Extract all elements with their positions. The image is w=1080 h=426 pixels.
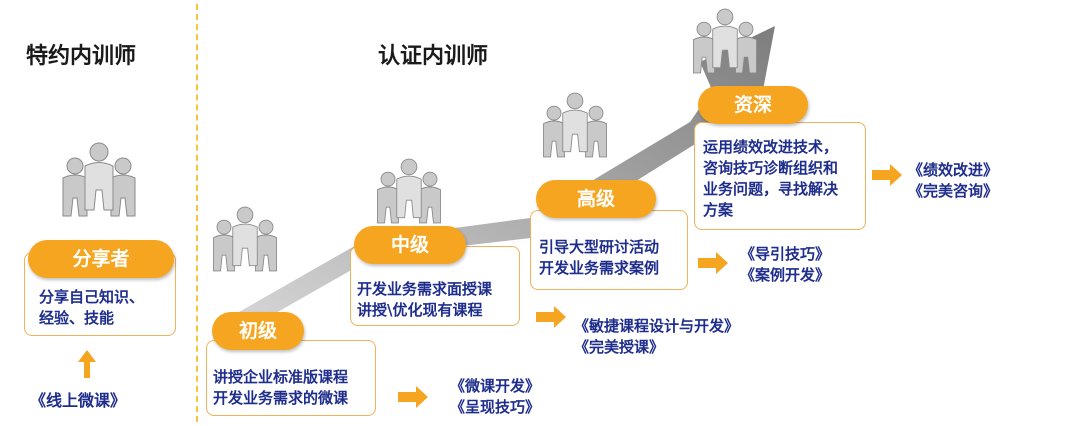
course-name: 《导引技巧》 bbox=[740, 245, 831, 263]
course-name: 《完美授课》 bbox=[574, 338, 665, 356]
level-pill-senior: 高级 bbox=[536, 180, 656, 218]
arrow-right-icon bbox=[398, 386, 428, 408]
arrow-up-icon bbox=[78, 350, 96, 378]
course-name: 《完美咨询》 bbox=[908, 182, 999, 200]
people-group-icon bbox=[377, 158, 441, 224]
senior-desc-box: 引导大型研讨活动 开发业务需求案例 bbox=[530, 210, 688, 290]
expert-desc-box: 运用绩效改进技术， 咨询技巧诊断组织和 业务问题，寻找解决 方案 bbox=[694, 122, 866, 230]
desc-line: 咨询技巧诊断组织和 bbox=[703, 159, 839, 177]
section-divider bbox=[196, 4, 198, 422]
arrow-right-icon bbox=[698, 252, 728, 274]
desc-line: 讲授\优化现有课程 bbox=[357, 301, 483, 319]
course-name: 《呈现技巧》 bbox=[450, 398, 541, 416]
desc-line: 方案 bbox=[703, 201, 734, 219]
desc-line: 讲授企业标准版课程 bbox=[213, 368, 349, 386]
people-group-icon bbox=[62, 142, 136, 217]
heading-special-trainer: 特约内训师 bbox=[26, 44, 137, 69]
heading-certified-trainer: 认证内训师 bbox=[378, 44, 489, 69]
people-group-icon bbox=[213, 206, 277, 272]
course-name: 《案例开发》 bbox=[740, 266, 831, 284]
people-group-icon bbox=[543, 92, 607, 158]
course-name: 《线上微课》 bbox=[30, 391, 127, 410]
desc-line: 经验、技能 bbox=[39, 309, 115, 327]
arrow-right-icon bbox=[872, 164, 902, 186]
desc-line: 业务问题，寻找解决 bbox=[703, 180, 839, 198]
level-pill-expert: 资深 bbox=[698, 86, 808, 124]
people-group-icon bbox=[693, 8, 757, 74]
course-name: 《绩效改进》 bbox=[908, 161, 999, 179]
desc-line: 开发业务需求的微课 bbox=[213, 389, 349, 407]
desc-line: 开发业务需求面授课 bbox=[357, 280, 493, 298]
desc-line: 引导大型研讨活动 bbox=[539, 238, 660, 256]
level-pill-junior: 初级 bbox=[212, 312, 304, 350]
desc-line: 开发业务需求案例 bbox=[539, 259, 660, 277]
desc-line: 分享自己知识、 bbox=[39, 288, 145, 306]
arrow-right-icon bbox=[536, 306, 566, 328]
course-name: 《敏捷课程设计与开发》 bbox=[574, 317, 740, 335]
level-pill-intermediate: 中级 bbox=[354, 226, 466, 264]
course-name: 《微课开发》 bbox=[450, 377, 541, 395]
level-pill-sharer: 分享者 bbox=[28, 240, 174, 278]
junior-desc-box: 讲授企业标准版课程 开发业务需求的微课 bbox=[206, 340, 376, 416]
desc-line: 运用绩效改进技术， bbox=[703, 138, 839, 156]
